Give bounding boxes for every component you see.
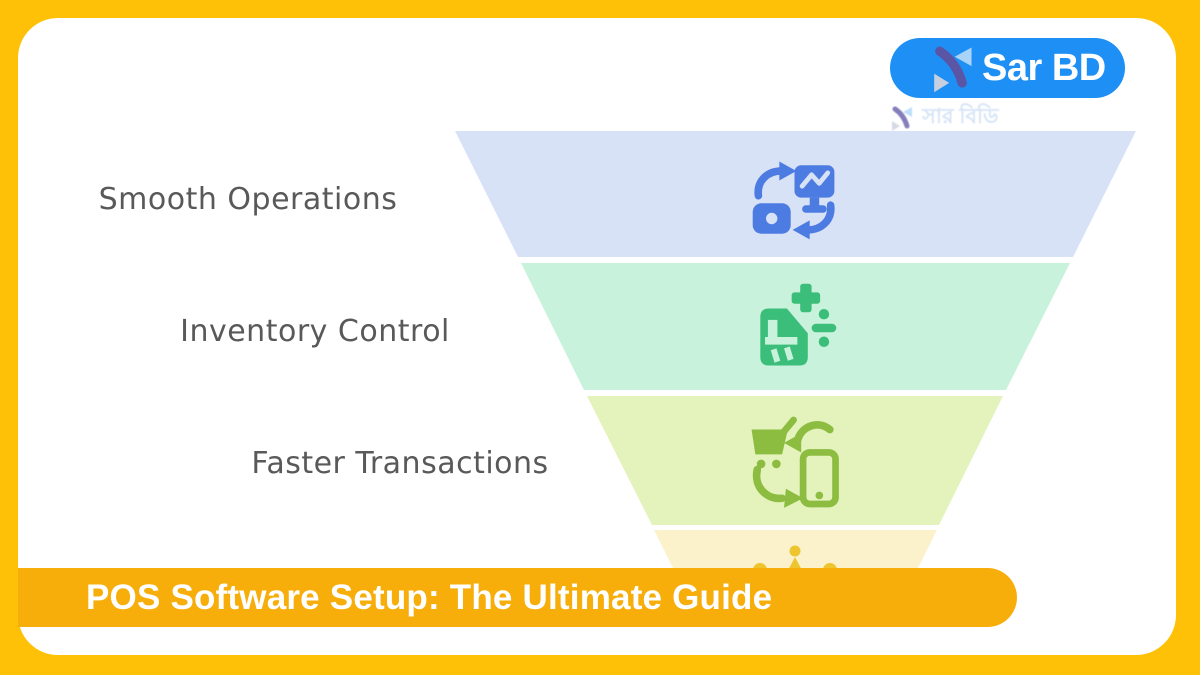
funnel-diagram: [440, 125, 1150, 570]
funnel-label-faster-transactions: Faster Transactions: [251, 446, 549, 481]
funnel-label-smooth-operations: Smooth Operations: [98, 182, 398, 217]
brand-logo-text: Sar BD: [982, 46, 1106, 89]
brand-mark-icon: [934, 46, 972, 93]
device-sync-icon: [752, 161, 835, 240]
funnel-label-inventory-control: Inventory Control: [180, 314, 450, 349]
cart-phone-sync-icon: [751, 416, 839, 508]
brand-watermark: সার বিডি: [886, 100, 999, 135]
inventory-calculation-icon: [760, 283, 837, 366]
crown-icon: [753, 545, 837, 570]
title-banner: POS Software Setup: The Ultimate Guide: [18, 568, 1017, 627]
brand-logo-pill: Sar BD: [890, 38, 1125, 98]
watermark-text: সার বিডি: [922, 105, 999, 128]
page-title: POS Software Setup: The Ultimate Guide: [86, 577, 773, 617]
brand-mark-ghost-icon: [892, 106, 912, 131]
